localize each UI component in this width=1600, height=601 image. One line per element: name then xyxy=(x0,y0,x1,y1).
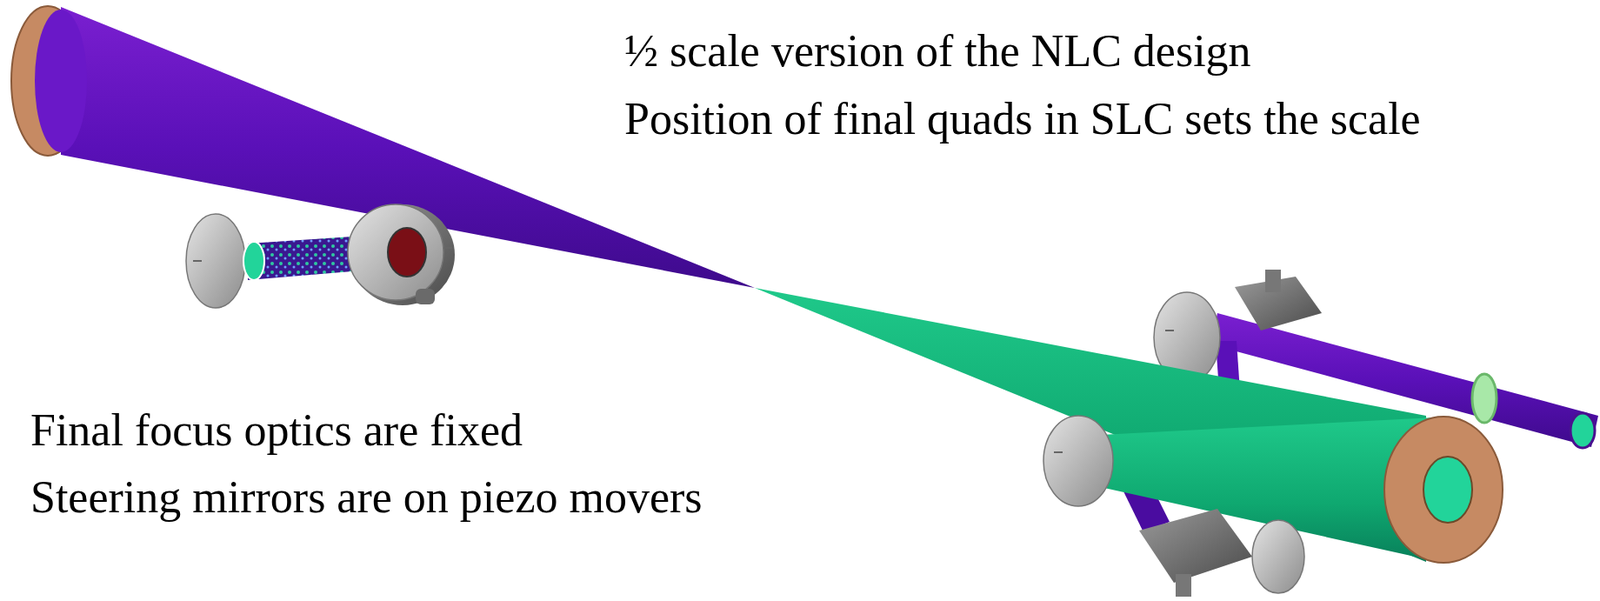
slide-note: Final focus optics are fixed xyxy=(30,407,523,454)
steering-mirror-mount xyxy=(1153,269,1322,383)
slide-note-text: Position of final quads in SLC sets the … xyxy=(624,96,1421,142)
slide-note-text: Final focus optics are fixed xyxy=(30,407,523,454)
slide-note: Position of final quads in SLC sets the … xyxy=(624,96,1421,142)
steering-mirror-mount xyxy=(1043,415,1305,597)
slide-note-text: ½ scale version of the NLC design xyxy=(624,28,1252,74)
slide-note-text: Steering mirrors are on piezo movers xyxy=(30,474,703,520)
green-beam-cone xyxy=(754,287,1503,563)
slide-note: ½ scale version of the NLC design xyxy=(624,28,1252,74)
steering-mirror-mount xyxy=(186,204,455,308)
slide-note: Steering mirrors are on piezo movers xyxy=(30,474,703,520)
